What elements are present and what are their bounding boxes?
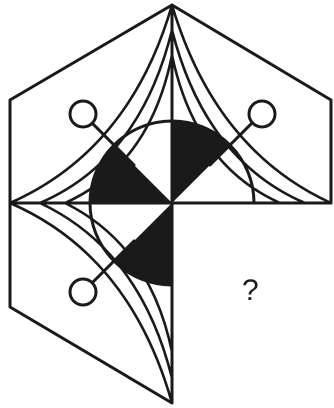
knob-top-right — [249, 101, 275, 127]
missing-cell-question-mark: ? — [242, 274, 259, 307]
knob-bottom-left — [70, 279, 96, 305]
knob-top-left — [70, 101, 96, 127]
wedge-top-left — [90, 145, 172, 203]
wedge-bottom-left — [114, 203, 172, 285]
